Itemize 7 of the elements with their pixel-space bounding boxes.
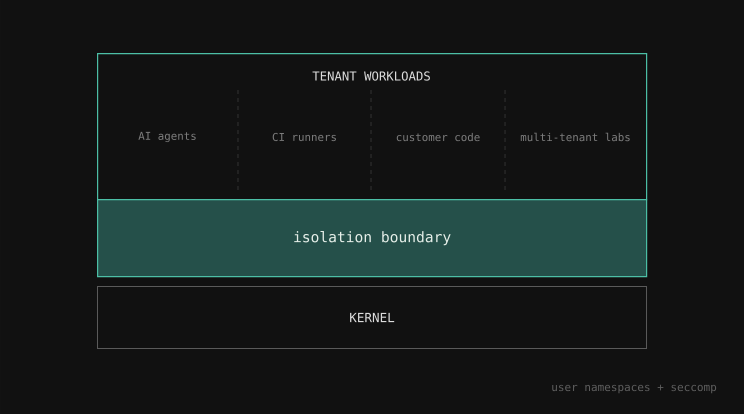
kernel-box: KERNEL [97,286,648,349]
boundary-band: isolation boundary [97,199,648,278]
note-text: user namespaces + seccomp [552,384,716,394]
workload-label: AI agents [138,132,196,142]
workload-label: customer code [396,132,480,142]
workload-label: multi-tenant labs [520,132,630,142]
workload-label: CI runners [272,132,336,142]
